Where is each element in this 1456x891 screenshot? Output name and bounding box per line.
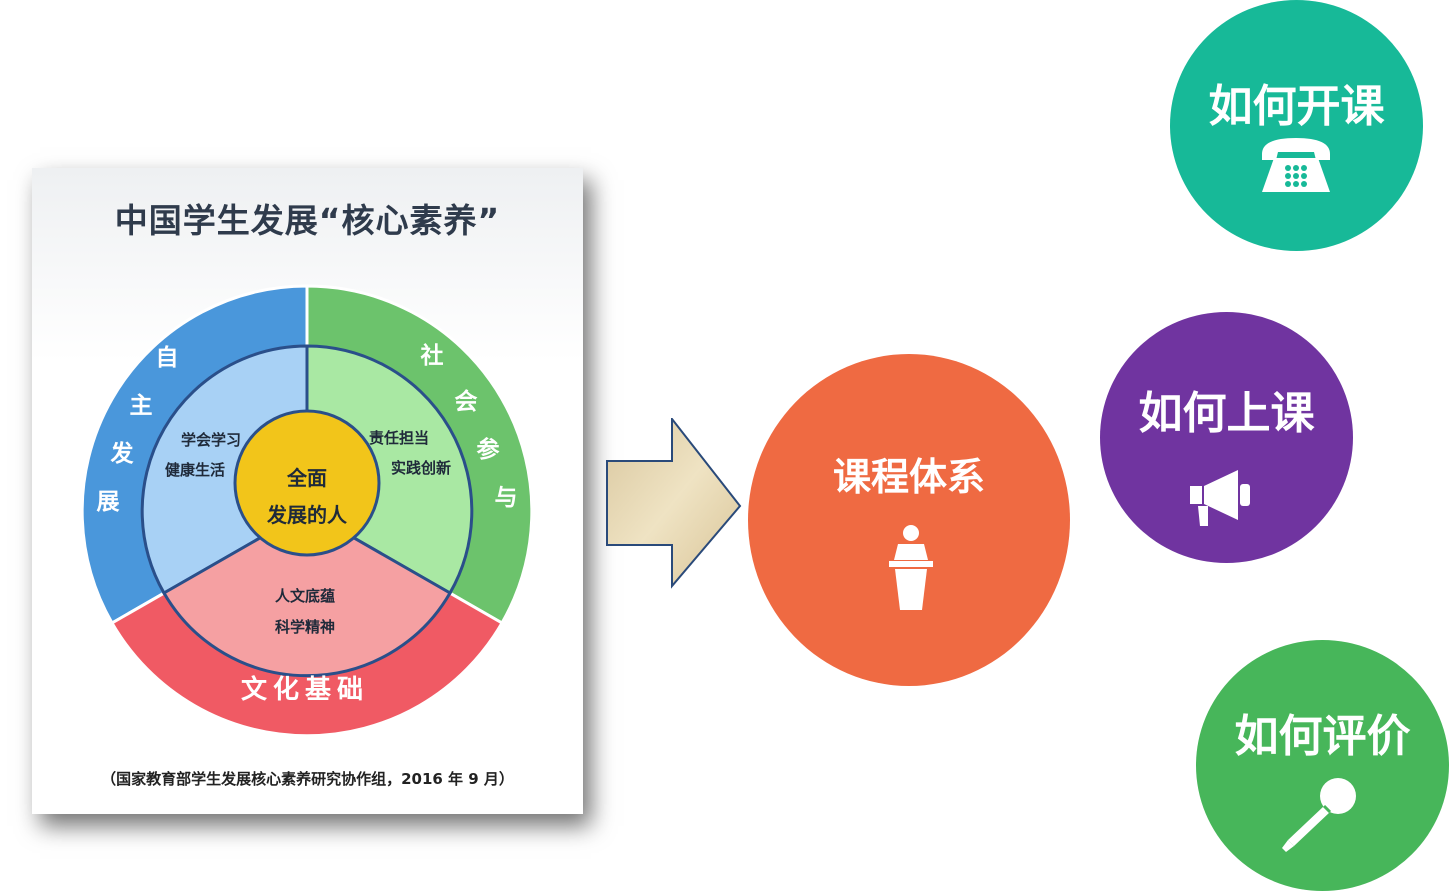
branch-evaluate-course: 如何评价 <box>1196 640 1449 891</box>
inner-responsibility-line1: 责任担当 <box>369 429 429 447</box>
center-label-line2: 发展的人 <box>266 503 348 527</box>
outer-label-social-1: 社 <box>421 342 444 368</box>
inner-humanities-line1: 人文底蕴 <box>275 587 335 605</box>
branch-teach-course-label: 如何上课 <box>1138 388 1315 439</box>
branch-teach-course: 如何上课 <box>1100 312 1353 563</box>
inner-sector-humanities <box>161 509 453 678</box>
podium-speaker-icon <box>889 525 933 610</box>
microphone-icon <box>1282 778 1356 852</box>
outer-label-social-2: 会 <box>455 388 478 414</box>
branch-open-course: 如何开课 <box>1170 0 1423 251</box>
poster-title: 中国学生发展“核心素养” <box>114 201 501 240</box>
telephone-icon <box>1262 138 1330 192</box>
outer-label-autonomous-1: 自 <box>156 344 179 370</box>
branch-evaluate-course-label: 如何评价 <box>1234 711 1411 762</box>
center-label-line1: 全面 <box>286 466 327 490</box>
inner-humanities-line2: 科学精神 <box>275 618 335 636</box>
course-system-node: 课程体系 <box>748 354 1070 686</box>
inner-learning-line2: 健康生活 <box>165 461 225 479</box>
right-arrow-icon <box>606 418 742 589</box>
branch-open-course-label: 如何开课 <box>1208 81 1385 132</box>
inner-learning-line1: 学会学习 <box>181 431 241 449</box>
course-system-label: 课程体系 <box>832 455 985 499</box>
core-literacy-poster: 中国学生发展“核心素养” 自 主 发 展 社 会 参 与 文化基础 学会学习 健… <box>32 168 583 814</box>
outer-label-social-3: 参 <box>477 436 500 462</box>
outer-label-autonomous-2: 主 <box>130 392 153 418</box>
inner-responsibility-line2: 实践创新 <box>391 459 451 477</box>
outer-label-social-4: 与 <box>495 484 518 510</box>
poster-source-note: （国家教育部学生发展核心素养研究协作组，2016 年 9 月） <box>101 770 514 788</box>
outer-label-culture: 文化基础 <box>241 674 369 704</box>
center-circle <box>233 409 381 557</box>
megaphone-icon <box>1190 470 1250 526</box>
outer-label-autonomous-4: 展 <box>97 488 120 514</box>
outer-label-autonomous-3: 发 <box>110 440 134 466</box>
core-literacy-wheel: 自 主 发 展 社 会 参 与 文化基础 学会学习 健康生活 责任担当 实践创新… <box>80 284 534 738</box>
